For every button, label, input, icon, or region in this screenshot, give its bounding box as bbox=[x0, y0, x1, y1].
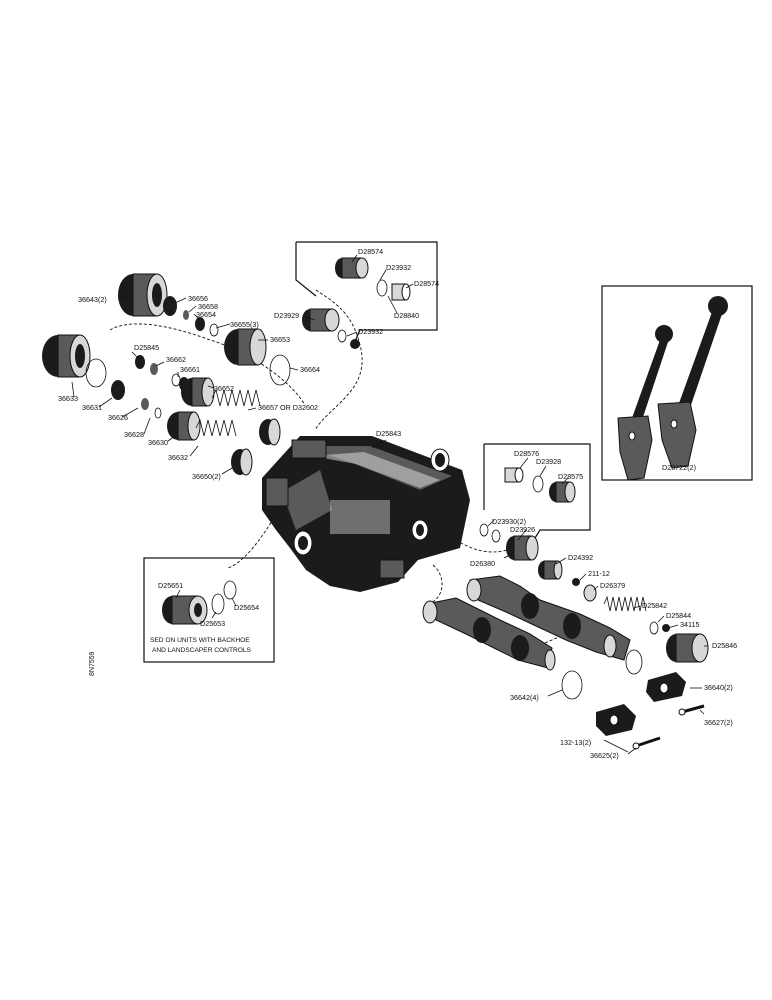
label-plug-d25846: D25846 bbox=[712, 641, 737, 650]
label-oring-d23928: D23928 bbox=[536, 457, 561, 466]
label-part-36662: 36662 bbox=[166, 355, 186, 364]
label-spring-36632: 36632 bbox=[168, 453, 188, 462]
label-part-34115: 34115 bbox=[680, 620, 699, 629]
spool-upper bbox=[466, 575, 643, 675]
label-clevis-36640: 36640(2) bbox=[704, 683, 733, 692]
lever-left-part bbox=[617, 325, 673, 481]
label-part-36654: 36654 bbox=[196, 310, 216, 319]
cap-36653-part bbox=[224, 328, 267, 366]
label-fit-d25651: D25651 bbox=[158, 581, 183, 590]
label-oring-d25654: D25654 bbox=[234, 603, 259, 612]
label-part-d26379: D26379 bbox=[600, 581, 625, 590]
backhoe-fitting-callout-box: D25651 D25654 D25653 SED ON UNITS WITH B… bbox=[143, 557, 275, 663]
label-relief-body: D23929 bbox=[274, 311, 299, 320]
lever-callout-box: D23722(2) bbox=[601, 285, 753, 481]
relief-body-part bbox=[302, 308, 340, 332]
label-part-36658: 36658 bbox=[198, 302, 218, 311]
right-mid-parts: D23930(2) D23926 D26380 D24392 211-12 D2… bbox=[470, 517, 737, 663]
label-part-36652: 36652 bbox=[214, 384, 234, 393]
label-ring-top-right: D28840 bbox=[394, 311, 419, 320]
label-cotter-13213: 132-13(2) bbox=[560, 738, 591, 747]
label-oring-top: D23932 bbox=[386, 263, 411, 272]
clevis-upper-part bbox=[646, 672, 686, 702]
label-part-d24392: D24392 bbox=[568, 553, 593, 562]
label-nut-36656: 36656 bbox=[188, 294, 208, 303]
label-pin-36625: 36625(2) bbox=[590, 751, 619, 760]
plug-d25846-part bbox=[666, 633, 709, 663]
label-ring-d25844: D25844 bbox=[666, 611, 691, 620]
cap-part bbox=[118, 273, 168, 317]
plug-d28576-part bbox=[504, 467, 524, 483]
label-seal-36664: 36664 bbox=[300, 365, 320, 374]
label-ring-36655: 36655(3) bbox=[230, 320, 259, 329]
lower-left-spool-group: 36633 36631 36626 36628 36630 36632 3665… bbox=[42, 334, 253, 481]
valve-body: D25843 bbox=[262, 429, 470, 592]
label-ball-ring: D23932 bbox=[358, 327, 383, 336]
clevis-lower-part bbox=[596, 704, 636, 736]
label-seal-36642: 36642(4) bbox=[510, 693, 539, 702]
label-part-36628: 36628 bbox=[124, 430, 144, 439]
clevis-and-pins: 36640(2) 36627(2) 132-13(2) 36625(2) bbox=[560, 672, 733, 760]
seat-d28575-part bbox=[549, 481, 576, 503]
label-plug-top-right: D28574 bbox=[414, 279, 439, 288]
part-d24392 bbox=[538, 560, 563, 580]
label-plug-d28576: D28576 bbox=[514, 449, 539, 458]
label-ring-36650: 36650(2) bbox=[192, 472, 221, 481]
fitting-d25651-part bbox=[162, 595, 208, 625]
relief-plug-part bbox=[335, 257, 369, 279]
seal-36642: 36642(4) bbox=[510, 670, 583, 702]
label-part-21112: 211-12 bbox=[588, 569, 610, 578]
label-oring-d23930: D23930(2) bbox=[492, 517, 526, 526]
note-line-1: SED ON UNITS WITH BACKHOE bbox=[150, 637, 250, 644]
spool-lower bbox=[422, 597, 556, 671]
label-lever-d23722: D23722(2) bbox=[662, 463, 696, 472]
label-cap-36643: 36643(2) bbox=[78, 295, 107, 304]
middle-spool-group: D25845 36662 36661 36652 36657 OR D32602 bbox=[131, 343, 318, 446]
label-plug-d26380: D26380 bbox=[470, 559, 495, 568]
relief-valve-callout-box: D28574 D23932 D28574 D28840 D23929 D2393… bbox=[274, 241, 439, 349]
plug-d26380-part bbox=[506, 535, 539, 561]
label-spring-d25842: D25842 bbox=[642, 601, 667, 610]
part-36652 bbox=[181, 377, 215, 407]
cap-36633-part bbox=[42, 334, 91, 378]
label-spring-36657: 36657 OR D32602 bbox=[258, 403, 318, 412]
label-cap-36653: 36653 bbox=[270, 335, 290, 344]
note-line-2: AND LANDSCAPER CONTROLS bbox=[152, 647, 252, 654]
plug-part bbox=[391, 283, 411, 301]
label-oring-d23926: D23926 bbox=[510, 525, 535, 534]
label-relief-plug-top: D28574 bbox=[358, 247, 383, 256]
oring-part bbox=[376, 279, 388, 297]
side-code: 8N7559 bbox=[89, 651, 96, 676]
upper-left-spool-group: 36643(2) 36656 36658 36654 36655(3) 3665… bbox=[78, 273, 320, 386]
label-valve-body: D25843 bbox=[376, 429, 401, 438]
label-ring-36631: 36631 bbox=[82, 403, 102, 412]
label-pin-36627: 36627(2) bbox=[704, 718, 733, 727]
lever-right-part bbox=[657, 296, 728, 469]
label-part-d25653: D25653 bbox=[200, 619, 225, 628]
label-cap-36633: 36633 bbox=[58, 394, 78, 403]
label-part-36626: 36626 bbox=[108, 413, 128, 422]
label-seat-d28575: D28575 bbox=[558, 472, 583, 481]
label-part-36661: 36661 bbox=[180, 365, 200, 374]
part-36630 bbox=[167, 411, 201, 441]
label-part-d25845: D25845 bbox=[134, 343, 159, 352]
label-part-36630: 36630 bbox=[148, 438, 168, 447]
check-valve-callout-box: D28576 D23928 D28575 bbox=[483, 443, 591, 547]
